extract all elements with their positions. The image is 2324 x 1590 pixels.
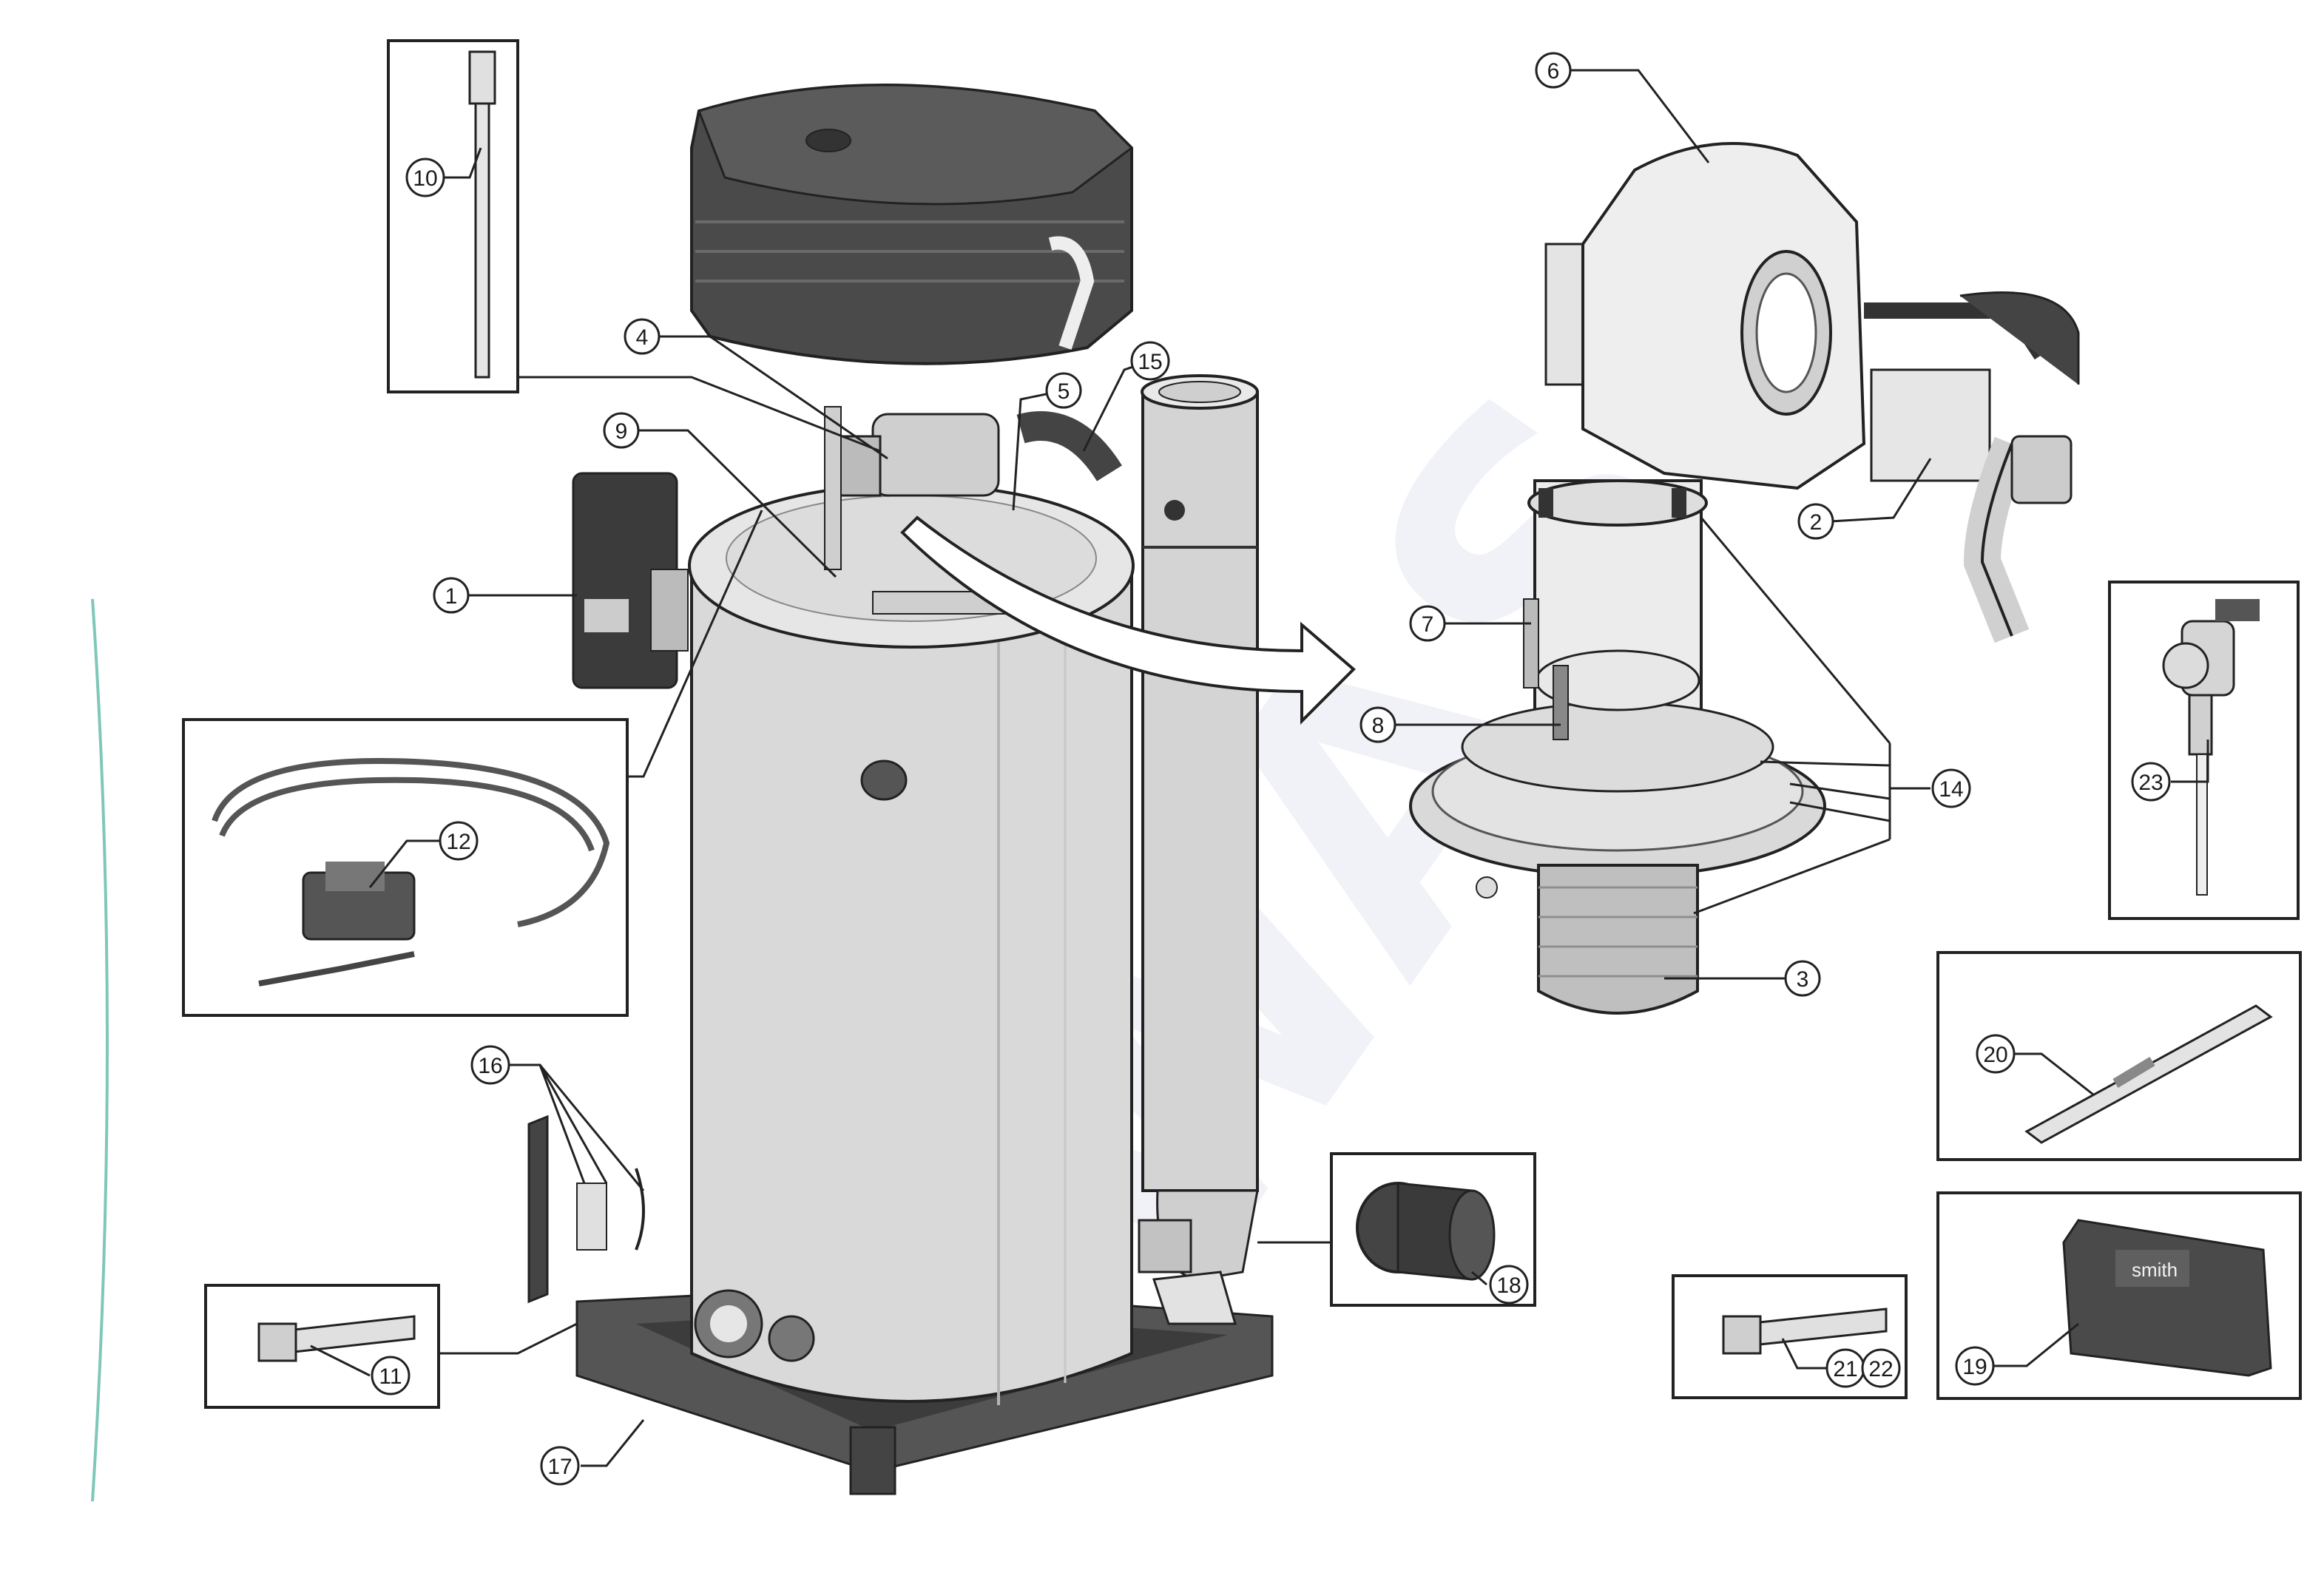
svg-text:10: 10 bbox=[413, 166, 437, 191]
control-module bbox=[572, 472, 689, 689]
top-cover bbox=[690, 84, 1134, 365]
access-panel bbox=[527, 1114, 645, 1304]
svg-text:19: 19 bbox=[1962, 1355, 1987, 1379]
callout-5: 5 bbox=[1045, 372, 1082, 409]
svg-text:21: 21 bbox=[1833, 1357, 1857, 1381]
svg-text:7: 7 bbox=[1422, 612, 1434, 637]
svg-text:9: 9 bbox=[615, 419, 628, 444]
callout-19: 19 bbox=[1955, 1346, 1995, 1386]
callout-16: 16 bbox=[470, 1045, 510, 1085]
svg-text:11: 11 bbox=[379, 1364, 402, 1389]
callout-1: 1 bbox=[433, 577, 470, 614]
svg-text:12: 12 bbox=[446, 830, 470, 854]
callout-11: 11 bbox=[371, 1356, 411, 1396]
leader-lines bbox=[310, 69, 2209, 1467]
callout-12: 12 bbox=[439, 821, 479, 861]
callout-14: 14 bbox=[1931, 768, 1971, 808]
callout-3: 3 bbox=[1784, 960, 1821, 997]
svg-text:3: 3 bbox=[1797, 967, 1809, 992]
svg-text:8: 8 bbox=[1372, 714, 1385, 738]
callout-4: 4 bbox=[624, 318, 661, 355]
svg-text:22: 22 bbox=[1868, 1357, 1893, 1381]
svg-text:1: 1 bbox=[445, 584, 458, 609]
svg-text:17: 17 bbox=[547, 1455, 572, 1479]
inset-probe bbox=[204, 1284, 578, 1409]
inset-anode-rod bbox=[387, 39, 881, 453]
vent-pipe bbox=[1138, 374, 1259, 1325]
svg-text:15: 15 bbox=[1138, 350, 1162, 374]
callout-15: 15 bbox=[1130, 341, 1170, 381]
callout-7: 7 bbox=[1409, 605, 1446, 642]
water-heater-tank bbox=[575, 406, 1274, 1495]
callout-22: 22 bbox=[1861, 1348, 1901, 1388]
inset-probe-21-22 bbox=[1672, 1274, 1908, 1399]
svg-text:2: 2 bbox=[1810, 510, 1823, 535]
explode-arrow bbox=[900, 515, 1356, 725]
callout-2: 2 bbox=[1797, 503, 1834, 540]
svg-text:16: 16 bbox=[478, 1054, 502, 1078]
callout-8: 8 bbox=[1359, 706, 1396, 743]
inset-relief-valve bbox=[2108, 581, 2300, 920]
callout-18: 18 bbox=[1489, 1265, 1529, 1305]
callout-21: 21 bbox=[1825, 1348, 1865, 1388]
svg-text:14: 14 bbox=[1939, 777, 1963, 802]
svg-text:18: 18 bbox=[1496, 1273, 1521, 1298]
inset-cover-19: smith bbox=[1936, 1191, 2302, 1400]
callout-23: 23 bbox=[2131, 762, 2171, 802]
svg-text:20: 20 bbox=[1983, 1043, 2007, 1067]
svg-text:5: 5 bbox=[1058, 379, 1070, 404]
callout-20: 20 bbox=[1976, 1034, 2016, 1074]
svg-text:23: 23 bbox=[2138, 771, 2163, 795]
callout-10: 10 bbox=[405, 158, 445, 197]
blower-assembly bbox=[1544, 142, 2080, 643]
callout-6: 6 bbox=[1535, 52, 1572, 89]
callouts: 1 2 3 4 5 6 7 8 9 10 11 12 14 15 16 17 1… bbox=[371, 52, 2171, 1486]
callout-9: 9 bbox=[603, 412, 640, 449]
inset-pressure-switch bbox=[182, 510, 763, 1017]
svg-text:6: 6 bbox=[1547, 59, 1560, 84]
svg-text:4: 4 bbox=[636, 325, 649, 350]
brand-label: smith bbox=[2132, 1259, 2178, 1281]
callout-17: 17 bbox=[540, 1446, 580, 1486]
accent-curve bbox=[91, 598, 109, 1502]
